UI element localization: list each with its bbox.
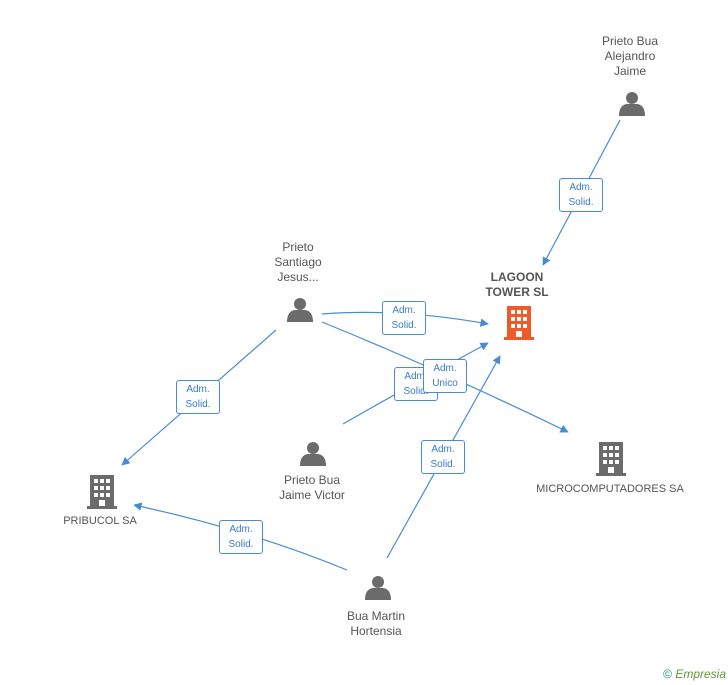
person-icon [365,576,391,600]
node-label-line: MICROCOMPUTADORES SA [536,483,684,495]
relation-label-hortensia-pribucol[interactable]: Adm. Solid. [219,520,263,554]
relation-type: Solid. [568,197,594,208]
relation-role: Adm. [433,363,457,374]
node-bua-martin-hortensia[interactable]: Bua Martin Hortensia [326,609,426,639]
relation-role: Adm. [229,524,253,535]
node-label-line: Alejandro [604,49,656,63]
relation-type: Solid. [430,459,456,470]
node-label-line: Prieto [282,240,314,254]
relation-role: Adm. [431,444,455,455]
node-label-line: Jaime [613,64,646,78]
building-icon [504,306,534,340]
node-label-line: Jesus... [277,270,319,284]
node-prieto-bua-alejandro-jaime[interactable]: Prieto Bua Alejandro Jaime [582,34,678,79]
node-label-line: Hortensia [350,624,402,638]
brand-name: Empresia [675,667,726,681]
node-label-line: Bua Martin [346,609,406,623]
node-prieto-bua-jaime-victor[interactable]: Prieto Bua Jaime Victor [260,473,364,503]
relation-role: Adm. [186,384,210,395]
node-pribucol-sa[interactable]: PRIBUCOL SA [50,514,150,529]
node-label-line: Jaime Victor [279,488,345,502]
node-lagoon-tower-sl[interactable]: LAGOON TOWER SL [467,270,567,300]
node-label-line: TOWER SL [485,285,549,299]
relation-role: Adm. [404,371,428,382]
node-microcomputadores-sa[interactable]: MICROCOMPUTADORES SA [530,482,690,497]
relation-type: Solid. [403,386,429,397]
node-label-line: Prieto Bua [283,473,341,487]
person-icon [619,92,645,116]
node-label-line: Santiago [274,255,322,269]
node-label-line: PRIBUCOL SA [63,515,137,527]
node-label-line: LAGOON [490,270,544,284]
node-prieto-santiago-jesus[interactable]: Prieto Santiago Jesus... [250,240,346,285]
person-icon [287,298,313,322]
relation-type: Solid. [228,539,254,550]
relation-type: Unico [432,378,458,389]
building-icon [596,442,626,476]
relation-role: Adm. [392,305,416,316]
relation-label-hortensia-lagoon[interactable]: Adm. Solid. [421,440,465,474]
relation-label-santiago-lagoon[interactable]: Adm. Solid. [382,301,426,335]
footer-brand: © Empresia [663,667,726,681]
copyright-icon: © [663,667,672,681]
building-icon [87,475,117,509]
relation-label-santiago-pribucol[interactable]: Adm. Solid. [176,380,220,414]
relation-label-santiago-micro[interactable]: Adm. Unico [423,359,467,393]
relation-label-alejandro-lagoon[interactable]: Adm. Solid. [559,178,603,212]
relation-type: Solid. [185,399,211,410]
relation-role: Adm. [569,182,593,193]
node-label-line: Prieto Bua [601,34,659,48]
relation-type: Solid. [391,320,417,331]
person-icon [300,442,326,466]
